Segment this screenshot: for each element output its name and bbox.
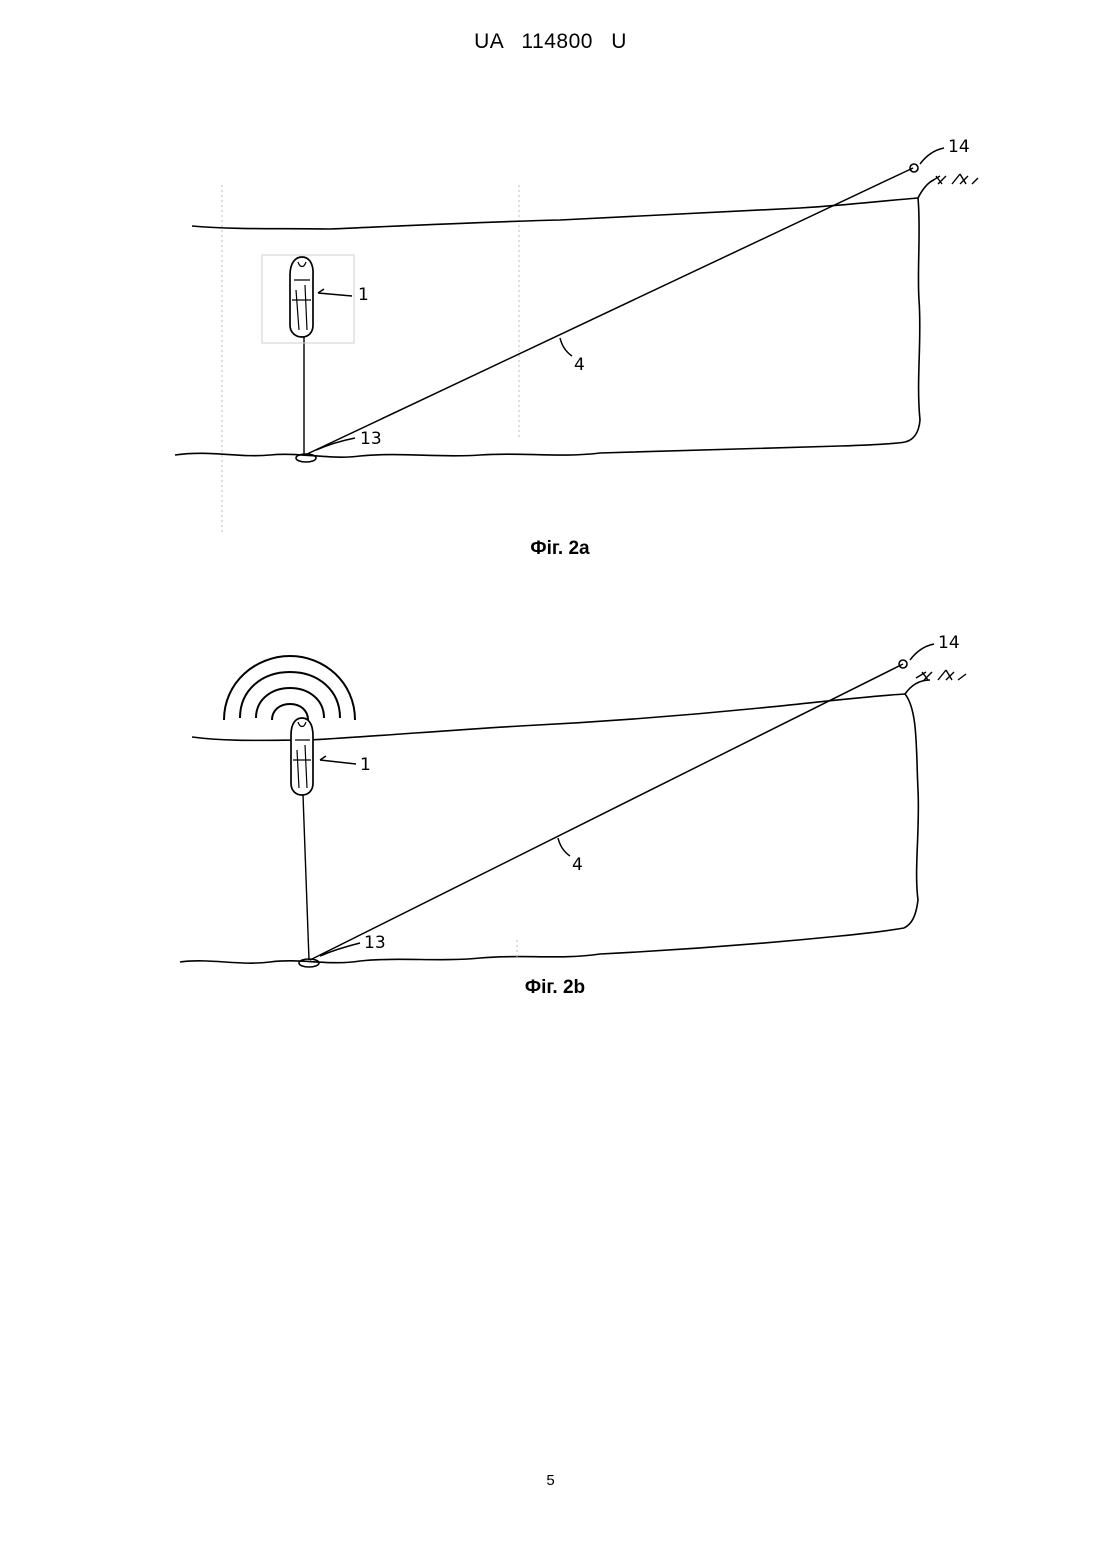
label-shore-point: 14 bbox=[948, 137, 970, 157]
signal-waves-icon bbox=[224, 656, 355, 720]
mooring-line bbox=[305, 168, 913, 455]
label-mooring-line: 4 bbox=[574, 355, 585, 375]
label-leader-line bbox=[560, 338, 572, 356]
grass-tuft-icon bbox=[930, 174, 978, 184]
figure-2a: 1 4 13 14 Фіг. 2а bbox=[0, 0, 1101, 600]
label-leader-shore bbox=[910, 644, 934, 660]
figure-2b: 1 4 13 14 Фіг. 2b bbox=[0, 600, 1101, 1020]
shore-anchor-point-icon bbox=[910, 164, 918, 172]
water-surface-line bbox=[192, 198, 918, 229]
buoy-device-icon bbox=[290, 257, 313, 337]
page-number: 5 bbox=[0, 1472, 1101, 1489]
anchor-icon bbox=[299, 959, 319, 967]
figure-2b-drawing: 1 4 13 14 bbox=[0, 600, 1101, 1020]
label-anchor: 13 bbox=[364, 933, 386, 953]
label-leader-shore bbox=[920, 148, 944, 164]
label-anchor: 13 bbox=[360, 429, 382, 449]
figure-2a-drawing: 1 4 13 14 bbox=[0, 0, 1101, 600]
figure-caption: Фіг. 2b bbox=[455, 977, 655, 999]
shore-cliff-line bbox=[904, 680, 930, 928]
label-shore-point: 14 bbox=[938, 633, 960, 653]
label-device: 1 bbox=[360, 755, 371, 775]
mooring-line bbox=[310, 664, 903, 960]
seabed-line bbox=[180, 928, 904, 963]
label-leader-device bbox=[320, 756, 356, 764]
label-leader-line bbox=[558, 838, 570, 856]
figure-caption: Фіг. 2а bbox=[460, 538, 660, 560]
shore-cliff-line bbox=[905, 180, 934, 442]
label-mooring-line: 4 bbox=[572, 855, 583, 875]
grass-tuft-icon bbox=[916, 670, 966, 680]
label-device: 1 bbox=[358, 285, 369, 305]
buoy-device-icon bbox=[291, 718, 313, 795]
seabed-line bbox=[175, 442, 905, 457]
label-leader-device bbox=[318, 289, 352, 296]
device-tether bbox=[303, 795, 309, 960]
